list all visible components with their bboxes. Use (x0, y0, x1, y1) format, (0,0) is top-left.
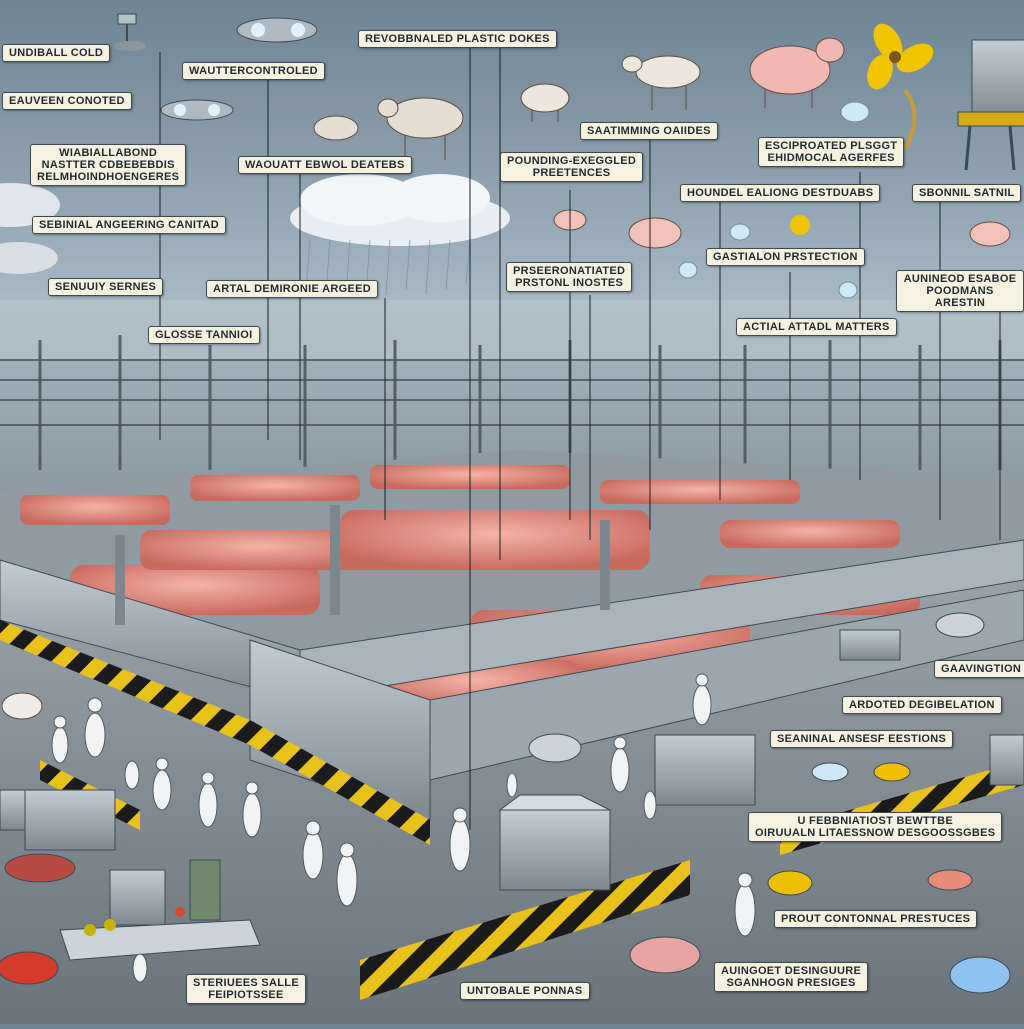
cow-icon (1, 692, 43, 720)
label-wiabiallabond: WIABIALLABOND NASTTER CDBEBEBDIS RELMHOI… (30, 144, 187, 186)
label-revobbnaled-plastic-dokes: REVOBBNALED PLASTIC DOKES (358, 30, 557, 48)
label-sbonnil-satnil: SBONNIL SATNIL (912, 184, 1022, 202)
worker-icon (51, 673, 756, 983)
cloud-icon (0, 183, 60, 274)
cow-icon (377, 97, 464, 160)
water-tank-icon (957, 39, 1024, 171)
label-gastialon-prstection: GASTIALON PRSTECTION (706, 248, 865, 266)
cow-icon (621, 55, 701, 110)
label-sebinial-angeering-canitad: SEBINIAL ANGEERING CANITAD (32, 216, 226, 234)
label-artal-demironie-argeed: ARTAL DEMIRONIE ARGEED (206, 280, 378, 298)
label-prseeronatiated: PRSEERONATIATED PRSTONL INOSTES (506, 262, 633, 292)
label-senuuiy-sernes: SENUUIY SERNES (48, 278, 164, 296)
label-eauveen-conoted: EAUVEEN CONOTED (2, 92, 132, 110)
label-seaninal-ansesf-eestions: SEANINAL ANSESF EESTIONS (770, 730, 954, 748)
cow-icon (313, 115, 359, 141)
label-actial-attadl-matters: ACTIAL ATTADL MATTERS (736, 318, 897, 336)
label-wauttercontroled: WAUTTERCONTROLED (182, 62, 325, 80)
label-auingoet-desinguure: AUINGOET DESINGUURE SGANHOGN PRESIGES (714, 962, 869, 992)
pig-icon (749, 37, 845, 108)
cloud-icon (290, 174, 510, 296)
processing-pens (0, 450, 1024, 821)
label-gaavingtion: GAAVINGTION (934, 660, 1024, 678)
label-esciproated-plsggt: ESCIPROATED PLSGGT EHIDMOCAL AGERFES (758, 137, 905, 167)
label-febbniatiost-bewttbe: U FEBBNIATIOST BEWTTBE OIRUUALN LITAESSN… (748, 812, 1003, 842)
drone-icon (114, 13, 146, 51)
tray-icon (0, 612, 1011, 994)
drone-icon (236, 17, 318, 43)
label-sterieues-salle: STERIUEES SALLE FEIPIOTSSEE (186, 974, 306, 1004)
drone-icon (160, 99, 234, 121)
cow-icon (520, 83, 570, 122)
label-auninenod-esaboe: AUNINEOD ESABOE POODMANS ARESTIN (896, 270, 1024, 312)
label-undiball-cold: UNDIBALL COLD (2, 44, 111, 62)
label-glosse-tannioi: GLOSSE TANNIOI (148, 326, 260, 344)
label-saatimming-oaiides: SAATIMMING OAIIDES (580, 122, 718, 140)
label-untobale-ponnas: UNTOBALE PONNAS (460, 982, 590, 1000)
label-houndel-ealiong-destduabs: HOUNDEL EALIONG DESTDUABS (680, 184, 881, 202)
label-prout-contonnal-prestuces: PROUT CONTONNAL PRESTUCES (774, 910, 978, 928)
label-ardoted-degibelation: ARDOTED DEGIBELATION (842, 696, 1002, 714)
flower-icon (790, 23, 934, 235)
label-pounding-exeggled: POUNDING-EXEGGLED PREETENCES (500, 152, 644, 182)
label-waouatt-ebwol-deatebs: WAOUATT EBWOL DEATEBS (238, 156, 412, 174)
